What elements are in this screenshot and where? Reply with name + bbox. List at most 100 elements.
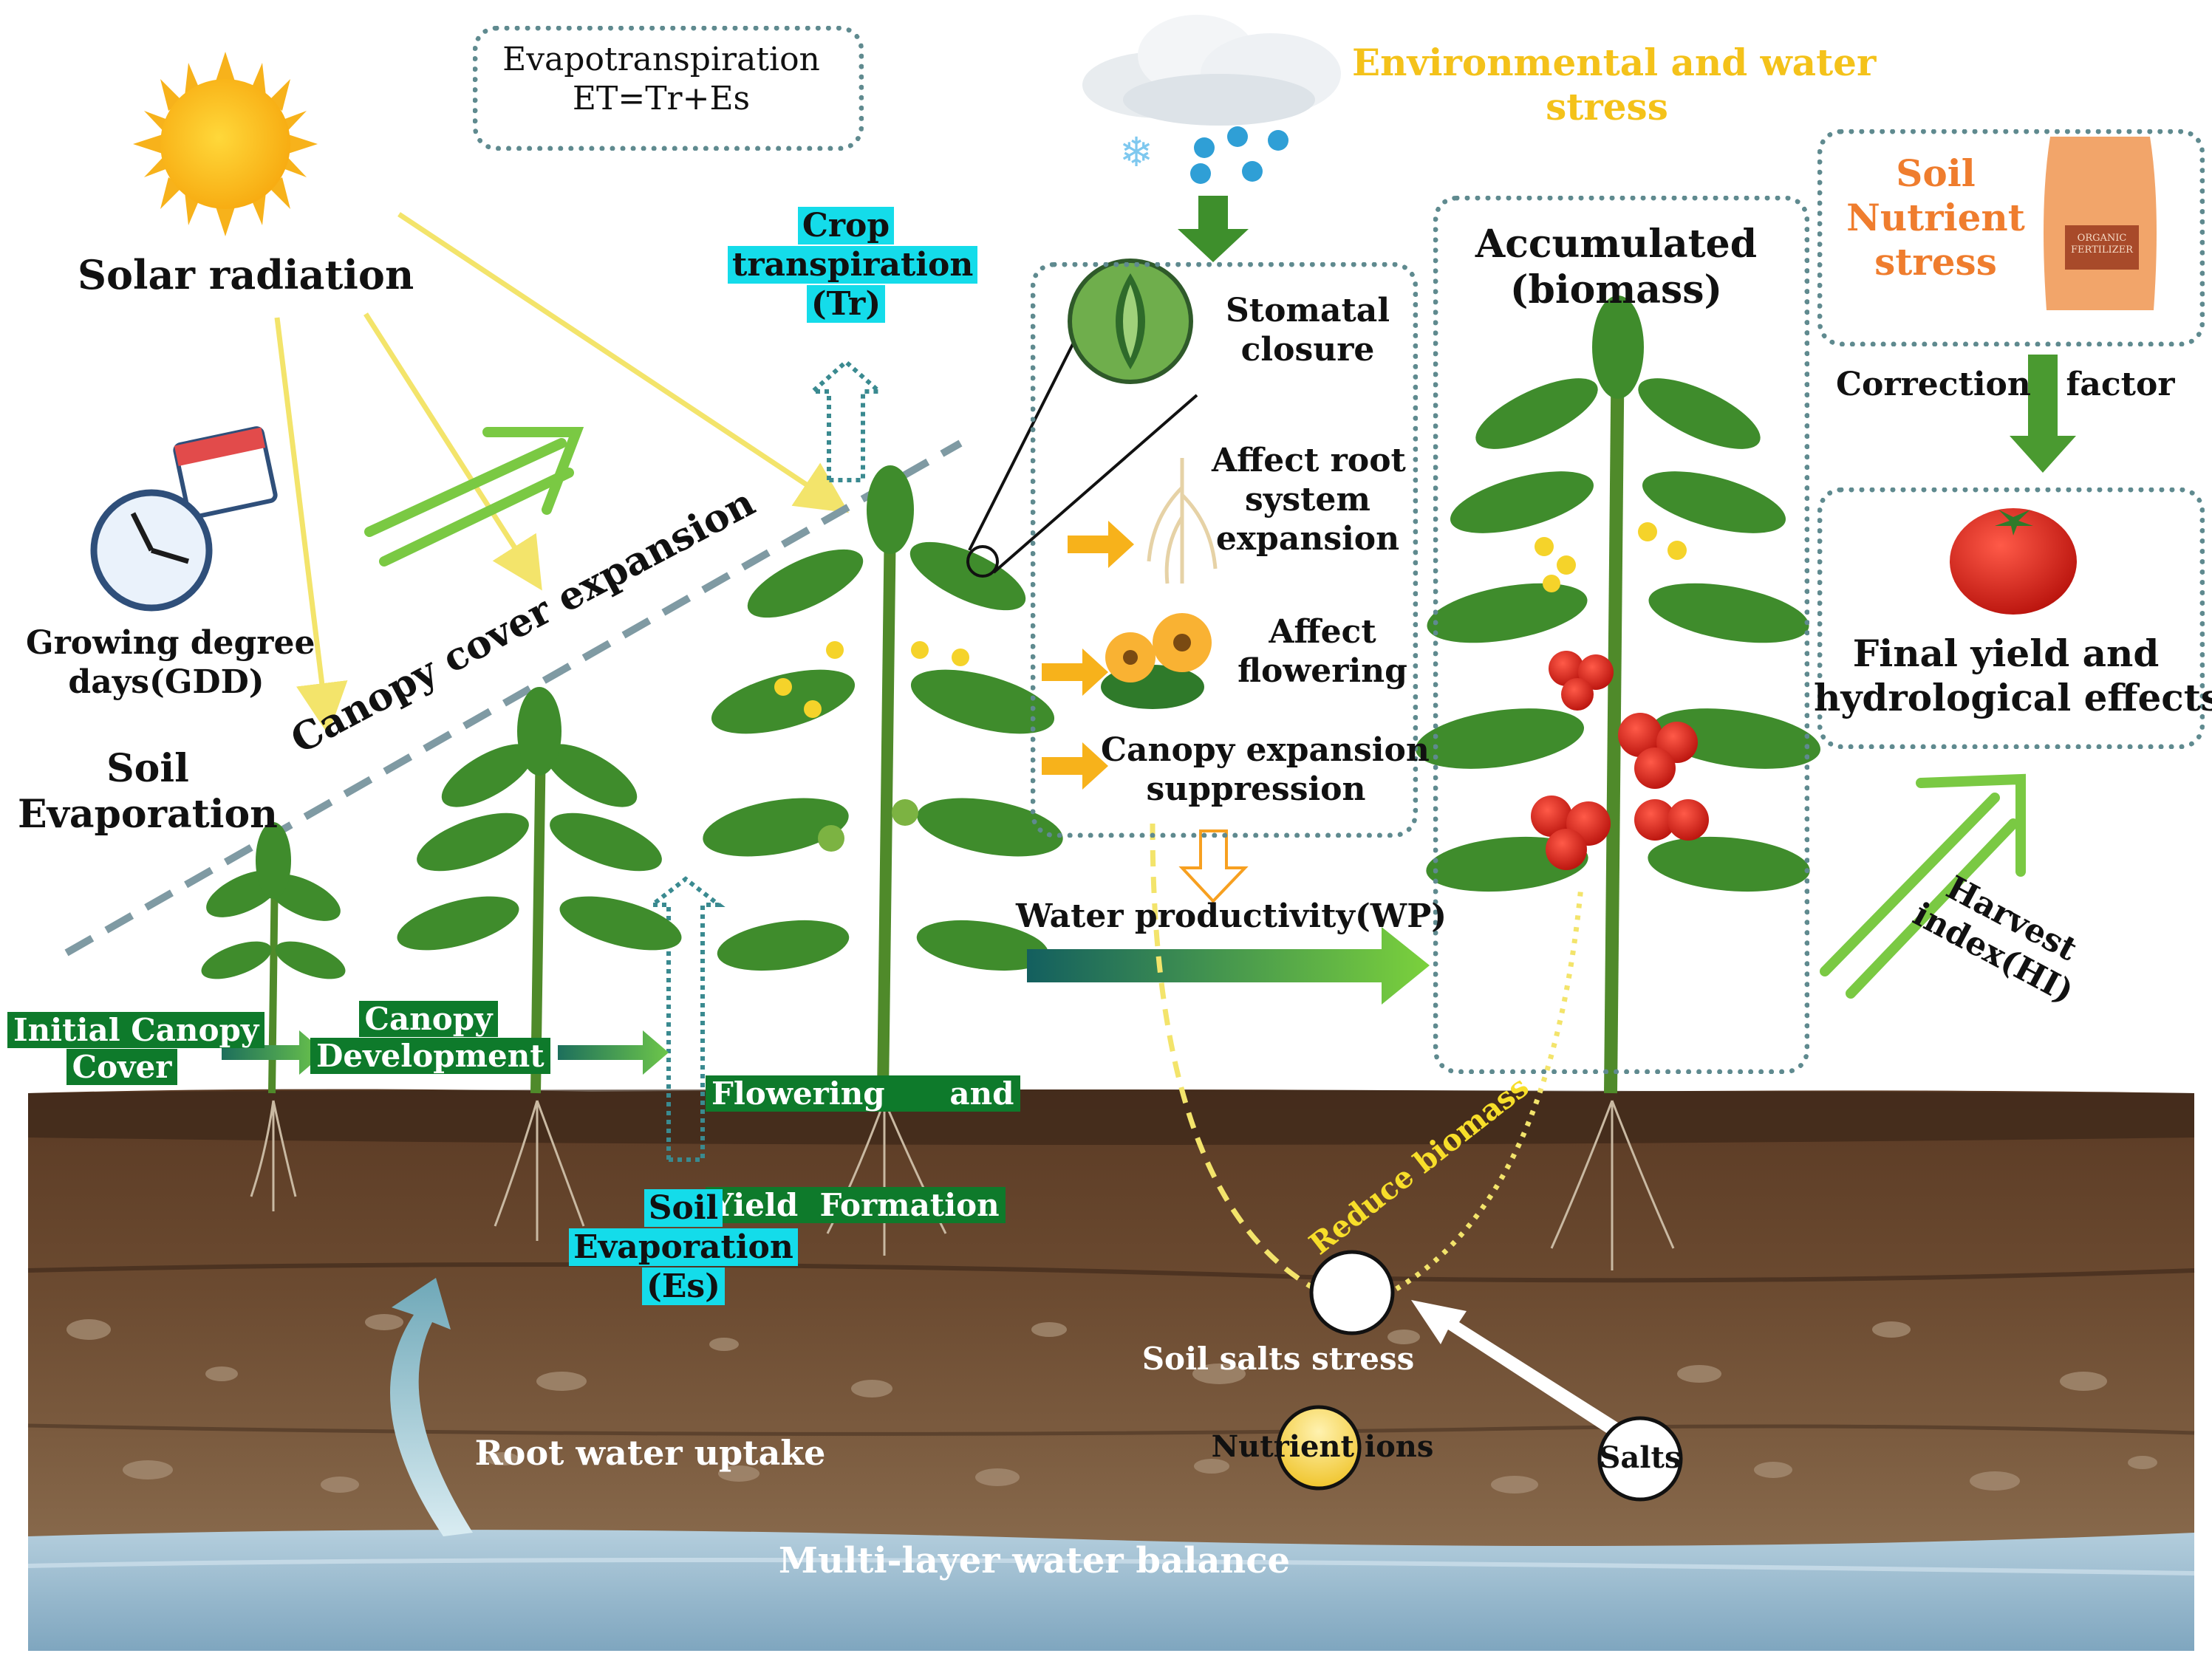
plant-development <box>397 687 682 1241</box>
nutrient-line-1: Soil <box>1896 151 1976 195</box>
nutrient-line-2: Nutrient <box>1846 196 2025 239</box>
harvest-index-arrow <box>1820 773 2026 999</box>
final-yield-box <box>1817 487 2205 749</box>
root-line-1: Affect root <box>1212 442 1406 479</box>
root-line-2: system <box>1245 480 1370 519</box>
raindrops-icon: ❄ <box>1119 126 1288 184</box>
canopy-suppression-label: Canopy expansion suppression <box>1101 731 1430 810</box>
radiation-lines <box>274 212 850 735</box>
development-line-1: Canopy <box>358 1001 499 1037</box>
et-line-2: ET=Tr+Es <box>572 79 751 117</box>
et-label: Evapotranspiration ET=Tr+Es <box>488 41 835 119</box>
es-line-2: Evaporation <box>569 1228 798 1266</box>
suppression-line-1: Canopy expansion <box>1101 731 1430 769</box>
flowering-line-1: Affect <box>1269 613 1376 651</box>
factor-word: factor <box>2066 366 2175 403</box>
stage-development-label: Canopy Development <box>310 1001 550 1075</box>
biomass-box <box>1433 196 1809 1074</box>
salts-label: Salts <box>1599 1440 1682 1475</box>
soil-salts-node <box>1309 1250 1395 1335</box>
flowering-line-2: flowering <box>1238 651 1407 690</box>
correction-word: Correction <box>1836 366 2031 403</box>
affect-flowering-label: Affect flowering <box>1226 613 1419 691</box>
soil-evap-left-line-2: Evaporation <box>18 792 278 838</box>
env-line-2: stress <box>1546 85 1668 129</box>
crop-transpiration-label: Crop transpiration (Tr) <box>728 207 978 324</box>
initial-line-1: Initial Canopy <box>7 1012 265 1048</box>
wp-down-arrow <box>1178 829 1249 903</box>
et-line-1: Evapotranspiration <box>502 41 820 78</box>
root-line-3: expansion <box>1215 519 1400 558</box>
solar-radiation-label: Solar radiation <box>78 251 414 298</box>
stage-flowering-label: Flowering and Yield Formation <box>706 1001 1020 1299</box>
crop-tr-line-3: (Tr) <box>806 284 886 323</box>
bag-line-1: ORGANIC <box>2077 233 2127 244</box>
soil-evaporation-left-label: Soil Evaporation <box>11 746 284 838</box>
accumulated-biomass-label: Accumulated (biomass) <box>1448 222 1784 314</box>
stage-arrows <box>222 1030 669 1075</box>
sun-icon <box>133 52 318 236</box>
es-line-1: Soil <box>644 1189 723 1227</box>
nutrient-ions-label: Nutrient ions <box>1211 1429 1434 1464</box>
stomata-icon <box>1068 259 1193 384</box>
crop-tr-line-1: Crop <box>797 207 895 244</box>
soil-nutrient-stress-label: Soil Nutrient stress <box>1832 151 2039 284</box>
water-productivity-label: Water productivity(WP) <box>1016 897 1447 935</box>
cloud-icon <box>1082 15 1341 126</box>
reduce-biomass-curve <box>1150 823 1584 1292</box>
et-box <box>473 26 864 151</box>
gdd-line-1: Growing degree <box>26 624 315 662</box>
flower-icon <box>1101 613 1212 709</box>
crop-tr-line-2: transpiration <box>728 245 978 284</box>
tomato-icon <box>1950 508 2077 615</box>
final-yield-line-2: hydrological effects <box>1814 676 2212 719</box>
correction-label: Correction <box>1836 366 2031 405</box>
nutrient-line-3: stress <box>1874 240 1997 284</box>
affect-root-label: Affect root system expansion <box>1212 442 1406 558</box>
plant-seedling <box>201 822 346 1211</box>
biomass-line-2: (biomass) <box>1509 267 1723 313</box>
gdd-label: Growing degree days(GDD) <box>26 624 315 702</box>
clock-calendar-icon <box>90 426 278 612</box>
svg-text:❄: ❄ <box>1119 129 1153 176</box>
final-yield-label: Final yield and hydrological effects <box>1814 632 2212 720</box>
multi-layer-label: Multi-layer water balance <box>778 1540 1291 1581</box>
env-line-1: Environmental and water <box>1352 41 1877 84</box>
soil-evaporation-es-label: Soil Evaporation (Es) <box>569 1189 798 1306</box>
flowering-stage-line-1: Flowering and <box>706 1075 1020 1112</box>
initial-line-2: Cover <box>66 1049 178 1086</box>
transpiration-arrow <box>807 358 885 482</box>
final-yield-line-1: Final yield and <box>1852 632 2160 675</box>
stomatal-line-1: Stomatal <box>1225 292 1390 329</box>
fertilizer-bag-icon <box>2044 137 2157 310</box>
salts-node <box>1597 1416 1683 1502</box>
stomatal-closure-label: Stomatal closure <box>1212 292 1404 370</box>
salts-arrow <box>1411 1300 1640 1448</box>
soil-evaporation-arrow <box>646 876 726 1162</box>
roots-icon <box>1147 458 1218 584</box>
effect-arrows <box>1042 521 1134 790</box>
plant-fruiting <box>1415 295 1821 1270</box>
flowering-stage-line-2: Yield Formation <box>706 1186 1006 1223</box>
es-line-3: (Es) <box>642 1267 725 1305</box>
soil-salts-stress-label: Soil salts stress <box>1141 1341 1415 1377</box>
suppression-line-2: suppression <box>1146 770 1366 808</box>
stage-initial-label: Initial Canopy Cover <box>7 1012 265 1087</box>
plant-flowering <box>703 465 1063 1256</box>
stress-effects-box <box>1031 262 1418 838</box>
environmental-stress-label: Environmental and water stress <box>1352 41 1877 129</box>
water-productivity-arrow <box>1027 927 1430 1005</box>
nutrient-stress-box <box>1817 129 2205 346</box>
stomatal-line-2: closure <box>1240 330 1375 369</box>
development-line-2: Development <box>310 1038 550 1075</box>
gdd-line-2: days(GDD) <box>68 663 264 701</box>
correction-arrow <box>2010 355 2076 473</box>
biomass-line-1: Accumulated <box>1475 222 1758 267</box>
zoom-lines <box>968 332 1198 574</box>
stress-down-arrow <box>1178 196 1249 262</box>
factor-label: factor <box>2061 366 2179 405</box>
canopy-expansion-line <box>64 439 963 957</box>
canopy-growth-arrow <box>364 427 584 567</box>
